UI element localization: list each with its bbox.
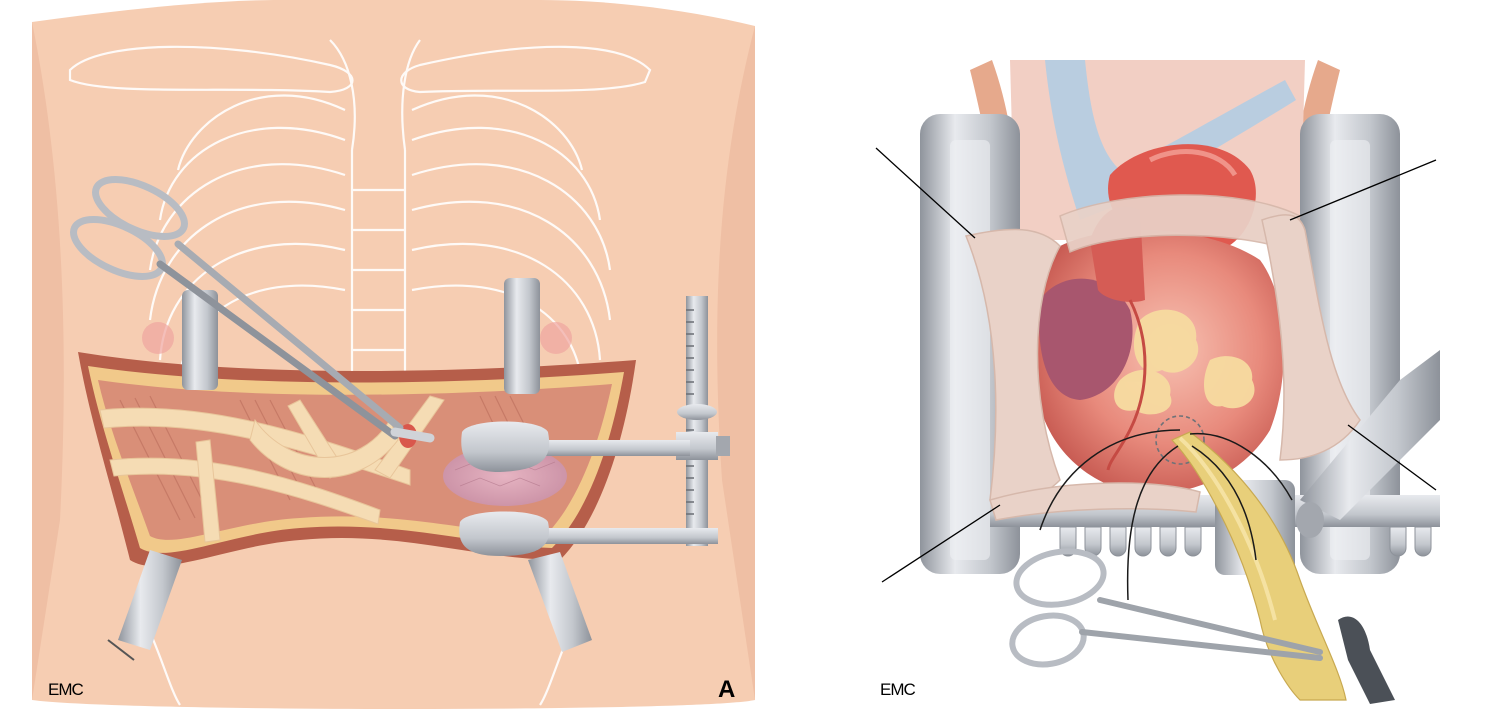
skin-retractor-bottom-right — [528, 552, 592, 652]
skin-retractor-top-right — [504, 278, 540, 394]
panel-letter-a: A — [718, 676, 736, 703]
pericardium-left-flap — [964, 228, 1061, 505]
leader-line-bottom-right — [1347, 424, 1437, 491]
panel-b-heart-view — [875, 60, 1440, 704]
drain-connector — [1338, 616, 1395, 704]
torso-shadow-left — [32, 22, 64, 700]
emc-watermark-left: EMC — [48, 680, 84, 699]
skin-marking-left — [142, 322, 174, 354]
surgical-scissors — [70, 176, 435, 443]
panel-a-back-view — [32, 0, 755, 709]
skin-retractor-bottom-left — [107, 550, 182, 661]
sternal-retractor — [920, 114, 1440, 575]
emc-watermark-right: EMC — [880, 680, 916, 699]
leader-line-top-left — [875, 147, 976, 239]
skin-marking-right — [540, 322, 572, 354]
rib-spreader — [459, 296, 730, 556]
leader-line-bottom-left — [881, 504, 1001, 583]
pericardium-bottom-flap — [989, 482, 1201, 521]
leader-line-top-right — [1289, 159, 1437, 221]
skin-retractor-top-left — [182, 290, 218, 390]
leader-lines — [875, 147, 1437, 583]
superior-vena-cava — [1045, 60, 1296, 220]
purse-string-sutures — [1039, 429, 1293, 601]
torso-shadow-right — [717, 26, 755, 700]
coronary-artery — [1106, 299, 1147, 471]
purse-string-site-marker — [1155, 415, 1205, 465]
surgical-forceps — [1009, 548, 1323, 668]
pericardium-right-flap — [1261, 214, 1361, 461]
right-atrial-appendage — [1039, 278, 1133, 400]
